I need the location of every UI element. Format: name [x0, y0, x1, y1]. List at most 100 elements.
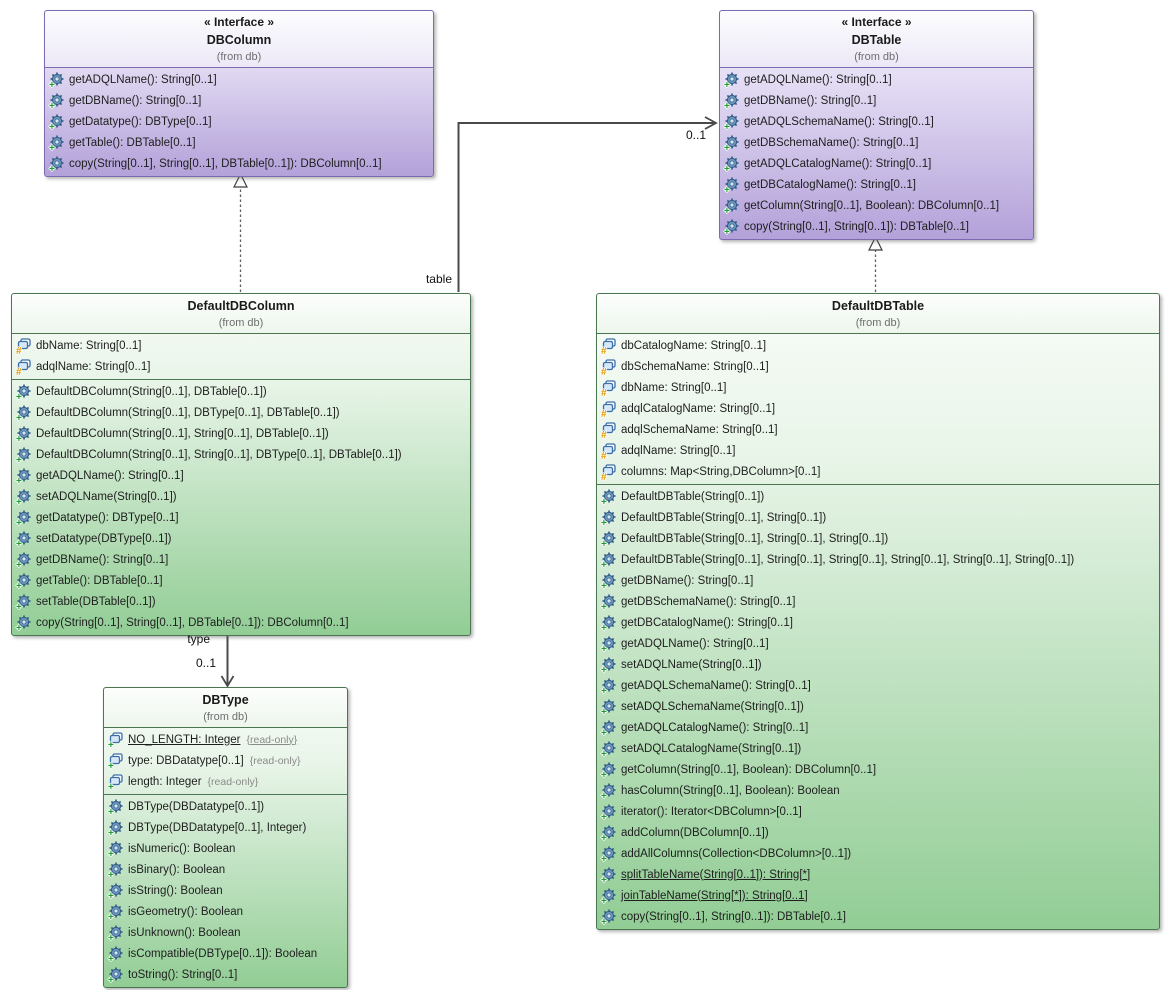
field-icon: + — [108, 774, 124, 793]
visibility-badge: + — [49, 163, 55, 175]
member-row: # dbSchemaName: String[0..1] — [601, 360, 769, 378]
member-row: + copy(String[0..1], String[0..1], DBTab… — [16, 616, 349, 634]
visibility-badge: + — [724, 226, 730, 238]
visibility-badge: + — [601, 559, 607, 571]
member-row: + getDBCatalogName(): String[0..1] — [601, 616, 793, 634]
member-row: + getDBSchemaName(): String[0..1] — [724, 136, 919, 154]
visibility-badge: + — [49, 79, 55, 91]
member-row: + length: Integer {read-only} — [108, 774, 259, 793]
stereotype-label: « Interface » — [203, 15, 275, 29]
member-row: + getADQLCatalogName(): String[0..1] — [724, 157, 932, 175]
visibility-badge: + — [49, 142, 55, 154]
visibility-badge: + — [108, 911, 114, 923]
visibility-badge: + — [601, 601, 607, 613]
operation-icon: + — [601, 783, 617, 802]
member-row: + DefaultDBColumn(String[0..1], DBTable[… — [16, 385, 267, 403]
operation-icon: + — [724, 93, 740, 111]
member-row: # adqlSchemaName: String[0..1] — [601, 422, 778, 441]
class-header-defaultdbtable: DefaultDBTable (from db) — [597, 294, 1159, 333]
member-row: + joinTableName(String[*]): String[0..1] — [601, 888, 808, 907]
class-box-defaultdbtable[interactable]: DefaultDBTable (from db) # dbCatalogName… — [596, 293, 1160, 930]
member-row: # adqlName: String[0..1] — [601, 443, 736, 462]
member-row: + getDBCatalogName(): String[0..1] — [724, 177, 916, 196]
operation-icon: + — [16, 594, 32, 612]
visibility-badge: + — [108, 781, 114, 793]
operation-icon: + — [601, 552, 617, 571]
visibility-badge: + — [601, 643, 607, 655]
class-name: DefaultDBTable — [831, 299, 925, 313]
field-icon: # — [601, 464, 617, 483]
member-row: + copy(String[0..1], String[0..1]): DBTa… — [724, 219, 969, 238]
member-row: + isGeometry(): Boolean — [108, 904, 244, 923]
class-box-dbtable[interactable]: « Interface » DBTable (from db) + getADQ… — [719, 10, 1034, 240]
member-row: + setDatatype(DBType[0..1]) — [16, 532, 172, 550]
visibility-badge: + — [601, 622, 607, 634]
member-row: + getADQLName(): String[0..1] — [724, 73, 892, 91]
member-row: + isCompatible(DBType[0..1]): Boolean — [108, 946, 318, 965]
operation-icon: + — [601, 762, 617, 781]
operation-icon: + — [601, 909, 617, 928]
visibility-badge: # — [601, 471, 607, 483]
operation-icon: + — [49, 114, 65, 133]
operation-icon: + — [601, 510, 617, 528]
operation-icon: + — [601, 573, 617, 591]
class-package: (from db) — [218, 317, 264, 329]
visibility-badge: # — [16, 366, 22, 378]
member-row: + DBType(DBDatatype[0..1]) — [108, 800, 265, 818]
member-row: + getDBName(): String[0..1] — [16, 552, 169, 571]
operation-icon: + — [16, 552, 32, 570]
operation-icon: + — [16, 447, 32, 465]
visibility-badge: # — [601, 366, 607, 378]
visibility-badge: + — [601, 811, 607, 823]
visibility-badge: + — [601, 769, 607, 781]
visibility-badge: + — [49, 121, 55, 133]
member-row: + hasColumn(String[0..1], Boolean): Bool… — [601, 783, 840, 802]
member-row: + getDatatype(): DBType[0..1] — [16, 511, 179, 529]
field-icon: # — [601, 443, 617, 461]
edge-multiplicity-table: 0..1 — [686, 128, 707, 142]
class-header-dbcolumn: « Interface » DBColumn (from db) — [45, 11, 433, 67]
visibility-badge: + — [108, 890, 114, 902]
visibility-badge: + — [16, 433, 22, 445]
operation-icon: + — [601, 531, 617, 549]
association-type — [220, 630, 235, 688]
visibility-badge: + — [16, 517, 22, 529]
operation-icon: + — [108, 946, 124, 964]
operation-icon: + — [724, 219, 740, 238]
member-row: + getColumn(String[0..1], Boolean): DBCo… — [601, 762, 877, 781]
operations-section: + DefaultDBColumn(String[0..1], DBTable[… — [12, 379, 470, 635]
operation-icon: + — [724, 177, 740, 196]
member-row: + getADQLCatalogName(): String[0..1] — [601, 721, 809, 739]
field-icon: # — [601, 338, 617, 356]
operation-icon: + — [601, 888, 617, 907]
operation-icon: + — [16, 405, 32, 423]
class-box-dbcolumn[interactable]: « Interface » DBColumn (from db) + getAD… — [44, 10, 434, 177]
operation-icon: + — [601, 825, 617, 843]
operation-icon: + — [108, 904, 124, 923]
member-row: + getDBName(): String[0..1] — [724, 93, 877, 112]
visibility-badge: + — [16, 538, 22, 550]
member-row: + getADQLSchemaName(): String[0..1] — [724, 115, 934, 133]
class-box-defaultdbcolumn[interactable]: DefaultDBColumn (from db) # dbName: Stri… — [11, 293, 471, 636]
visibility-badge: + — [108, 827, 114, 839]
visibility-badge: + — [724, 184, 730, 196]
operation-icon: + — [49, 156, 65, 175]
member-row: + splitTableName(String[0..1]): String[*… — [601, 868, 811, 886]
attributes-section: # dbName: String[0..1] # adqlName: Strin… — [12, 333, 470, 379]
visibility-badge: + — [108, 869, 114, 881]
class-box-dbtype[interactable]: DBType (from db) + NO_LENGTH: Integer {r… — [103, 687, 348, 988]
member-row: + setADQLName(String[0..1]) — [601, 657, 762, 676]
member-row: + getADQLSchemaName(): String[0..1] — [601, 679, 811, 697]
operation-icon: + — [601, 657, 617, 675]
attributes-section: + NO_LENGTH: Integer {read-only} + type:… — [104, 727, 347, 794]
visibility-badge: + — [601, 895, 607, 907]
operation-icon: + — [16, 489, 32, 507]
operation-icon: + — [108, 862, 124, 881]
member-row: + DefaultDBColumn(String[0..1], String[0… — [16, 447, 402, 466]
visibility-badge: + — [601, 916, 607, 928]
visibility-badge: # — [601, 429, 607, 441]
visibility-badge: + — [601, 790, 607, 802]
visibility-badge: # — [16, 345, 22, 357]
field-icon: # — [601, 422, 617, 441]
